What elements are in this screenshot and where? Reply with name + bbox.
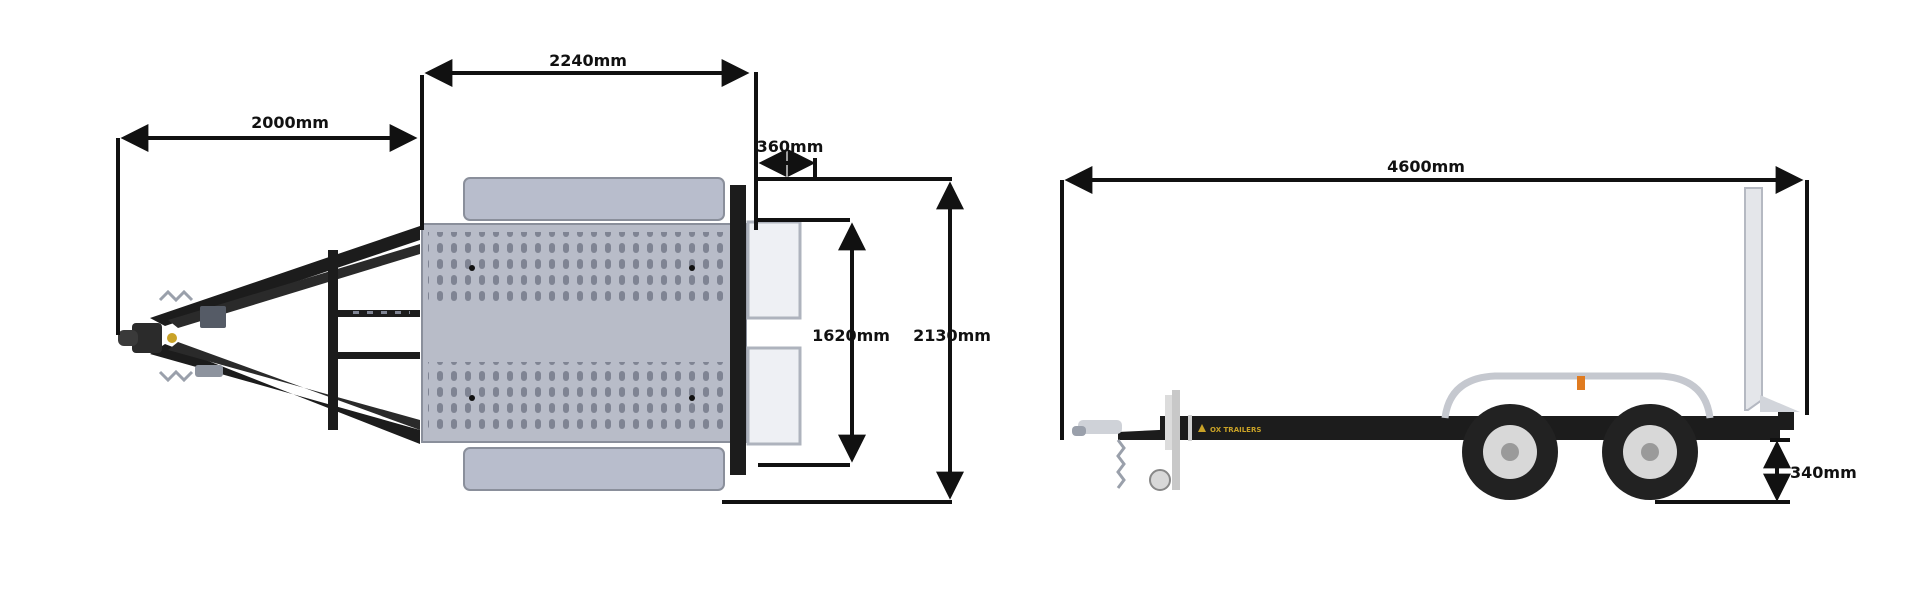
safety-chain-top xyxy=(158,289,194,303)
dimension-label-4600: 4600mm xyxy=(1387,157,1465,176)
side-safety-chain xyxy=(1116,439,1126,489)
coupling-head xyxy=(118,289,226,383)
dimension-drawbar-length: 2000mm xyxy=(116,113,418,335)
brand-logo-icon xyxy=(1198,424,1206,432)
dimension-ramp-overhang: 360mm xyxy=(757,137,824,180)
dimension-deck-length: 2240mm xyxy=(420,51,758,230)
top-view: 2000mm 2240mm 360mm 1620mm 2130mm xyxy=(116,51,991,504)
dimension-overall-length: 4600mm xyxy=(1060,157,1809,440)
rear-ramps xyxy=(730,185,802,475)
fender-bottom xyxy=(463,447,725,491)
dimension-overall-width: 2130mm xyxy=(722,177,991,504)
dimension-label-2000: 2000mm xyxy=(251,113,329,132)
tailgate-ramp xyxy=(1744,187,1800,412)
deck xyxy=(421,223,747,443)
dimension-label-2130: 2130mm xyxy=(913,326,991,345)
wheel-front xyxy=(1462,404,1558,500)
dimension-label-360: 360mm xyxy=(757,137,824,156)
dimension-deck-height: 340mm xyxy=(1655,438,1857,504)
dimension-label-2240: 2240mm xyxy=(549,51,627,70)
safety-chain-bottom xyxy=(158,369,194,383)
dimension-label-340: 340mm xyxy=(1790,463,1857,482)
side-marker-light xyxy=(1577,376,1585,390)
dimension-label-1620: 1620mm xyxy=(812,326,890,345)
dimension-inner-width: 1620mm xyxy=(758,218,890,467)
wheel-rear xyxy=(1602,404,1698,500)
brand-logo-text: OX TRAILERS xyxy=(1210,426,1261,434)
drawbar-frame xyxy=(150,226,420,444)
side-coupling xyxy=(1072,390,1180,491)
fender-top xyxy=(463,177,725,221)
side-view: OX TRAILERS xyxy=(1060,157,1857,504)
